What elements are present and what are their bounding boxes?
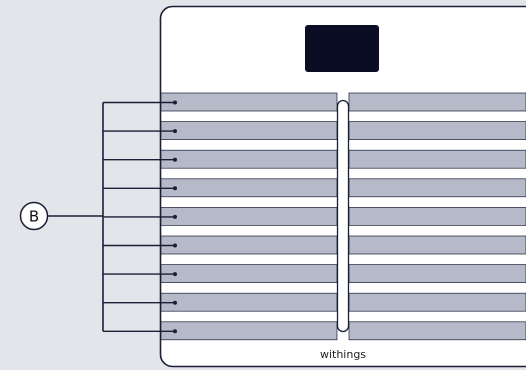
electrode-stripe-right	[348, 321, 526, 341]
callout-bracket	[47, 100, 177, 334]
electrode-stripe-right	[348, 235, 526, 255]
electrode-stripe-left	[160, 292, 338, 312]
bracket-leader-dot	[173, 243, 177, 248]
electrode-stripe-right	[348, 92, 526, 112]
electrode-stripe-right	[348, 178, 526, 198]
display-screen	[305, 25, 379, 72]
electrode-stripe-right	[348, 264, 526, 283]
electrode-stripe-left	[160, 264, 338, 283]
bracket-leader-dot	[173, 186, 177, 191]
electrode-stripe-left	[160, 149, 338, 169]
bracket-leader-dot	[173, 300, 177, 305]
callout-label: B	[29, 208, 39, 226]
electrode-stripe-left	[160, 321, 338, 341]
bracket-leader-dot	[173, 214, 177, 219]
bracket-leader-dot	[173, 329, 177, 334]
electrode-stripe-left	[160, 207, 338, 226]
brand-label: withings	[320, 348, 366, 361]
electrode-stripes	[160, 92, 526, 341]
electrode-stripe-right	[348, 149, 526, 169]
callout-b: B	[19, 201, 49, 231]
center-slot	[336, 99, 350, 333]
bracket-leader-dot	[173, 272, 177, 277]
electrode-stripe-right	[348, 207, 526, 226]
callout-circle	[19, 201, 49, 231]
bracket-leader-dot	[173, 100, 177, 105]
bracket-leader-dot	[173, 157, 177, 162]
bracket-leader-dot	[173, 129, 177, 134]
electrode-stripe-left	[160, 92, 338, 112]
electrode-stripe-left	[160, 235, 338, 255]
electrode-stripe-left	[160, 178, 338, 198]
electrode-stripe-right	[348, 121, 526, 140]
electrode-stripe-right	[348, 292, 526, 312]
electrode-stripe-left	[160, 121, 338, 140]
